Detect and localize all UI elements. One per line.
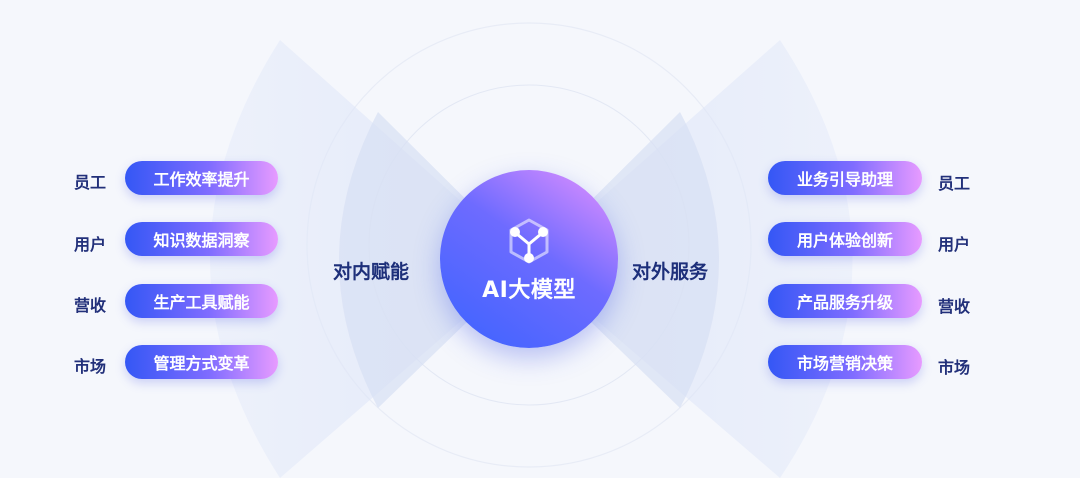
left-pill-efficiency: 工作效率提升 [125, 161, 278, 195]
right-pill-assistant: 业务引导助理 [768, 161, 922, 195]
right-label-market: 市场 [938, 358, 971, 377]
left-pill-insight: 知识数据洞察 [125, 222, 278, 256]
left-pill-tools: 生产工具赋能 [125, 284, 278, 318]
external-service-title: 对外服务 [632, 261, 709, 283]
center-title: AI大模型 [482, 278, 576, 303]
right-pill-marketing: 市场营销决策 [768, 345, 922, 379]
internal-empowerment-title: 对内赋能 [333, 261, 410, 283]
left-label-revenue: 营收 [74, 296, 107, 315]
left-label-market: 市场 [74, 357, 107, 376]
ai-model-hub: AI大模型 [440, 170, 618, 348]
right-label-revenue: 营收 [938, 297, 971, 316]
right-label-user: 用户 [938, 235, 971, 254]
right-pill-upgrade: 产品服务升级 [768, 284, 922, 318]
left-pill-management: 管理方式变革 [125, 345, 278, 379]
left-label-employee: 员工 [74, 173, 107, 192]
left-label-user: 用户 [74, 235, 107, 254]
right-label-employee: 员工 [938, 174, 971, 193]
right-pill-experience: 用户体验创新 [768, 222, 922, 256]
model-network-icon [509, 218, 549, 264]
